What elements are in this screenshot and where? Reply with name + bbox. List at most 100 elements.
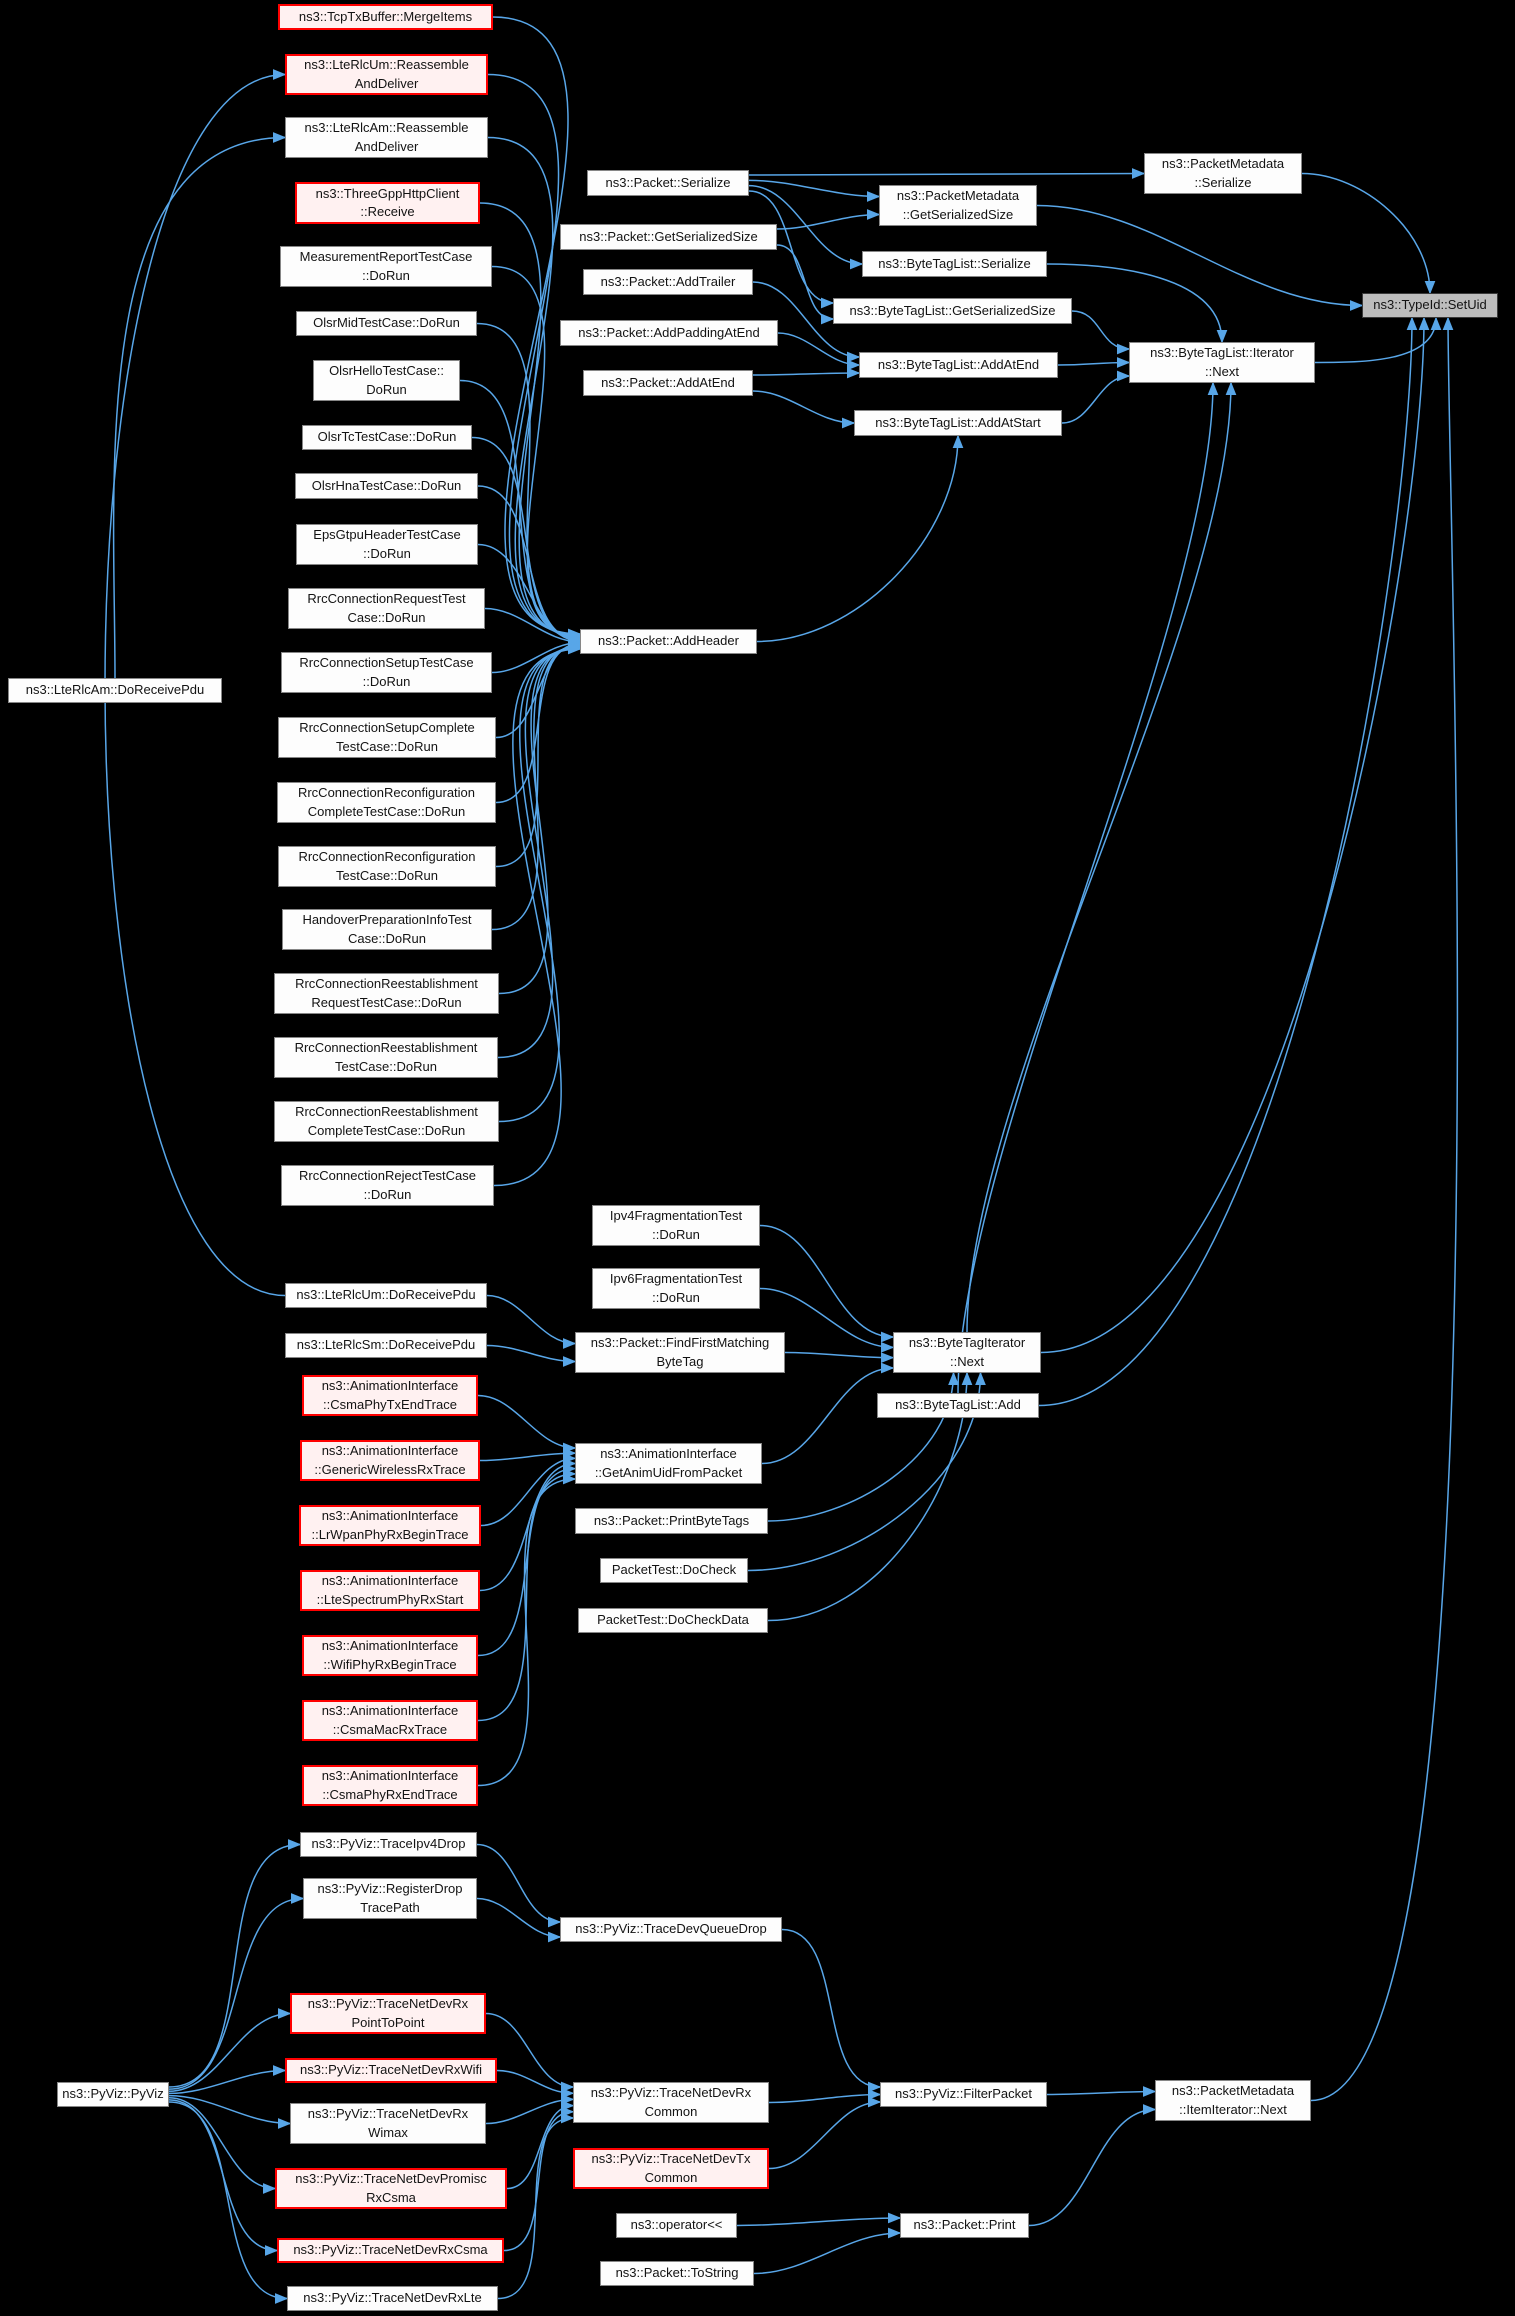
node-pyviz_pyviz[interactable]: ns3::PyViz::PyViz — [57, 2082, 169, 2107]
node-rrcreject[interactable]: RrcConnectionRejectTestCase ::DoRun — [281, 1165, 494, 1206]
node-ltercum_dorx[interactable]: ns3::LteRlcUm::DoReceivePdu — [285, 1283, 487, 1308]
edge-btl_addatend--btl_iter_next — [1057, 357, 1131, 368]
edge-anim_csmamacrx--anim_getanimuid — [477, 1468, 577, 1722]
node-rrcrequest[interactable]: RrcConnectionRequestTest Case::DoRun — [288, 588, 485, 629]
node-pyviz_tracedevqueuedrop[interactable]: ns3::PyViz::TraceDevQueueDrop — [560, 1917, 782, 1942]
node-btl_getserializedsize[interactable]: ns3::ByteTagList::GetSerializedSize — [833, 298, 1072, 324]
node-rrcsetupcomplete[interactable]: RrcConnectionSetupComplete TestCase::DoR… — [278, 717, 496, 758]
node-ltercsm_dorx[interactable]: ns3::LteRlcSm::DoReceivePdu — [285, 1333, 487, 1358]
node-pyviz_txcommon[interactable]: ns3::PyViz::TraceNetDevTx Common — [573, 2148, 769, 2189]
edge-pyviz_pyviz--pyviz_rx_p2p — [168, 2008, 292, 2093]
node-btl_addatend[interactable]: ns3::ByteTagList::AddAtEnd — [859, 352, 1058, 378]
edge-ltercum_reassemble--packet_addheader — [487, 73, 582, 641]
edge-packettest_docheckdata--bytetagiterator_next — [767, 1371, 973, 1622]
node-packet_getserializedsize[interactable]: ns3::Packet::GetSerializedSize — [560, 224, 777, 250]
node-anim_genericwireless[interactable]: ns3::AnimationInterface ::GenericWireles… — [300, 1440, 480, 1481]
node-packet_print[interactable]: ns3::Packet::Print — [900, 2213, 1029, 2238]
edge-bytetagiterator_next--btl_iter_next — [966, 381, 1237, 1333]
edge-pyviz_txcommon--pyviz_filterpacket — [768, 2096, 882, 2170]
node-ltercam_dorx[interactable]: ns3::LteRlcAm::DoReceivePdu — [8, 678, 222, 703]
node-pyviz_rx_wimax[interactable]: ns3::PyViz::TraceNetDevRx Wimax — [290, 2103, 486, 2144]
edge-anim_genericwireless--anim_getanimuid — [479, 1447, 577, 1462]
edge-packet_getserializedsize--btl_getserializedsize — [776, 244, 835, 325]
edge-pyviz_registerdrop--pyviz_tracedevqueuedrop — [476, 1897, 562, 1943]
node-packet_addatend[interactable]: ns3::Packet::AddAtEnd — [583, 370, 753, 396]
node-anim_ltespectrum[interactable]: ns3::AnimationInterface ::LteSpectrumPhy… — [300, 1570, 480, 1611]
node-rrcreconf[interactable]: RrcConnectionReconfiguration TestCase::D… — [278, 846, 496, 887]
edge-olsrhello--packet_addheader — [459, 379, 582, 645]
node-ipv6frag[interactable]: Ipv6FragmentationTest ::DoRun — [592, 1268, 760, 1309]
edge-epsgtpu--packet_addheader — [477, 543, 582, 647]
edge-pyviz_promisc_csma--pyviz_rxcommon — [506, 2100, 575, 2190]
node-findfirstmatching[interactable]: ns3::Packet::FindFirstMatching ByteTag — [575, 1332, 785, 1373]
node-bytetagiterator_next[interactable]: ns3::ByteTagIterator ::Next — [893, 1332, 1041, 1373]
node-btl_addatstart[interactable]: ns3::ByteTagList::AddAtStart — [854, 410, 1062, 436]
edge-packet_serialize--pm_getserializedsize — [748, 179, 881, 202]
edge-packet_serialize--pm_serialize — [748, 168, 1146, 179]
node-pyviz_rx_wifi[interactable]: ns3::PyViz::TraceNetDevRxWifi — [285, 2058, 497, 2083]
edge-pyviz_pyviz--pyviz_promisc_csma — [168, 2096, 277, 2194]
node-measurementreport[interactable]: MeasurementReportTestCase ::DoRun — [280, 246, 492, 287]
node-handoverprep[interactable]: HandoverPreparationInfoTest Case::DoRun — [282, 909, 492, 950]
node-epsgtpu[interactable]: EpsGtpuHeaderTestCase ::DoRun — [296, 524, 478, 565]
node-mergeitems[interactable]: ns3::TcpTxBuffer::MergeItems — [278, 4, 493, 30]
node-olsrtc[interactable]: OlsrTcTestCase::DoRun — [302, 425, 472, 450]
node-packettest_docheckdata[interactable]: PacketTest::DoCheckData — [578, 1608, 768, 1633]
node-btl_iter_next[interactable]: ns3::ByteTagList::Iterator ::Next — [1129, 342, 1315, 383]
edge-packet_print--pm_itemiter_next — [1028, 2104, 1157, 2227]
node-packet_printbytetags[interactable]: ns3::Packet::PrintByteTags — [575, 1508, 768, 1534]
edge-btl_add--setuid — [1038, 316, 1418, 1407]
node-btl_serialize[interactable]: ns3::ByteTagList::Serialize — [862, 251, 1047, 277]
node-anim_lrwpan[interactable]: ns3::AnimationInterface ::LrWpanPhyRxBeg… — [299, 1505, 481, 1546]
node-rrcreestrequest[interactable]: RrcConnectionReestablishment RequestTest… — [274, 973, 499, 1014]
node-anim_wifiphyrx[interactable]: ns3::AnimationInterface ::WifiPhyRxBegin… — [302, 1635, 478, 1676]
node-pyviz_traceipv4drop[interactable]: ns3::PyViz::TraceIpv4Drop — [300, 1832, 477, 1857]
node-pyviz_registerdrop[interactable]: ns3::PyViz::RegisterDrop TracePath — [303, 1878, 477, 1919]
node-ltercam_reassemble[interactable]: ns3::LteRlcAm::Reassemble AndDeliver — [285, 117, 488, 158]
node-rrcreestcomplete[interactable]: RrcConnectionReestablishment CompleteTes… — [274, 1101, 499, 1142]
edge-bytetagiterator_next--setuid — [1040, 316, 1430, 1354]
node-olsrhello[interactable]: OlsrHelloTestCase:: DoRun — [313, 360, 460, 401]
node-olsrmid[interactable]: OlsrMidTestCase::DoRun — [296, 311, 477, 336]
node-pyviz_rxcommon[interactable]: ns3::PyViz::TraceNetDevRx Common — [573, 2082, 769, 2123]
node-anim_csmaphyrxend[interactable]: ns3::AnimationInterface ::CsmaPhyRxEndTr… — [302, 1765, 478, 1806]
node-rrcreest[interactable]: RrcConnectionReestablishment TestCase::D… — [274, 1037, 498, 1078]
node-packet_tostring[interactable]: ns3::Packet::ToString — [600, 2261, 754, 2286]
node-rrcreconfcomplete[interactable]: RrcConnectionReconfiguration CompleteTes… — [277, 782, 496, 823]
edge-anim_csmaphyrxend--anim_getanimuid — [477, 1473, 577, 1787]
node-pm_serialize[interactable]: ns3::PacketMetadata ::Serialize — [1144, 153, 1302, 194]
node-ipv4frag[interactable]: Ipv4FragmentationTest ::DoRun — [592, 1205, 760, 1246]
edge-pm_getserializedsize--setuid — [1036, 204, 1364, 311]
node-pyviz_promisc_csma[interactable]: ns3::PyViz::TraceNetDevPromisc RxCsma — [275, 2168, 507, 2209]
node-pyviz_filterpacket[interactable]: ns3::PyViz::FilterPacket — [880, 2082, 1047, 2107]
node-olsrhna[interactable]: OlsrHnaTestCase::DoRun — [295, 473, 478, 499]
edge-anim_getanimuid--bytetagiterator_next — [761, 1362, 895, 1465]
edge-packet_tostring--packet_print — [753, 2227, 902, 2275]
node-pyviz_rx_lte[interactable]: ns3::PyViz::TraceNetDevRxLte — [287, 2286, 498, 2311]
node-ns3_operator[interactable]: ns3::operator<< — [616, 2213, 737, 2238]
node-packettest_docheck[interactable]: PacketTest::DoCheck — [600, 1558, 748, 1583]
node-setuid[interactable]: ns3::TypeId::SetUid — [1362, 293, 1498, 318]
edge-packet_addpadding--btl_addatend — [777, 332, 861, 371]
node-packet_addheader[interactable]: ns3::Packet::AddHeader — [580, 629, 757, 654]
node-anim_getanimuid[interactable]: ns3::AnimationInterface ::GetAnimUidFrom… — [575, 1443, 762, 1484]
node-rrcsetup[interactable]: RrcConnectionSetupTestCase ::DoRun — [281, 652, 492, 693]
node-pyviz_rx_csma[interactable]: ns3::PyViz::TraceNetDevRxCsma — [277, 2238, 504, 2263]
node-pyviz_rx_p2p[interactable]: ns3::PyViz::TraceNetDevRx PointToPoint — [290, 1993, 486, 2034]
node-packet_addtrailer[interactable]: ns3::Packet::AddTrailer — [583, 269, 753, 295]
node-packet_addpadding[interactable]: ns3::Packet::AddPaddingAtEnd — [560, 320, 778, 346]
node-anim_csmamacrx[interactable]: ns3::AnimationInterface ::CsmaMacRxTrace — [302, 1700, 478, 1741]
node-pm_itemiter_next[interactable]: ns3::PacketMetadata ::ItemIterator::Next — [1155, 2080, 1311, 2121]
edge-rrcreest--packet_addheader — [497, 642, 582, 1059]
edge-anim_csmaphytx--anim_getanimuid — [477, 1394, 577, 1454]
node-threegpp_receive[interactable]: ns3::ThreeGppHttpClient ::Receive — [295, 182, 480, 224]
edge-btl_add--btl_iter_next — [957, 381, 1219, 1394]
edge-pyviz_tracedevqueuedrop--pyviz_filterpacket — [781, 1928, 882, 2093]
edge-rrcreject--packet_addheader — [493, 643, 582, 1187]
node-pm_getserializedsize[interactable]: ns3::PacketMetadata ::GetSerializedSize — [879, 185, 1037, 226]
node-btl_add[interactable]: ns3::ByteTagList::Add — [877, 1393, 1039, 1418]
node-packet_serialize[interactable]: ns3::Packet::Serialize — [587, 170, 749, 196]
node-anim_csmaphytx[interactable]: ns3::AnimationInterface ::CsmaPhyTxEndTr… — [302, 1375, 478, 1416]
node-ltercum_reassemble[interactable]: ns3::LteRlcUm::Reassemble AndDeliver — [285, 54, 488, 95]
